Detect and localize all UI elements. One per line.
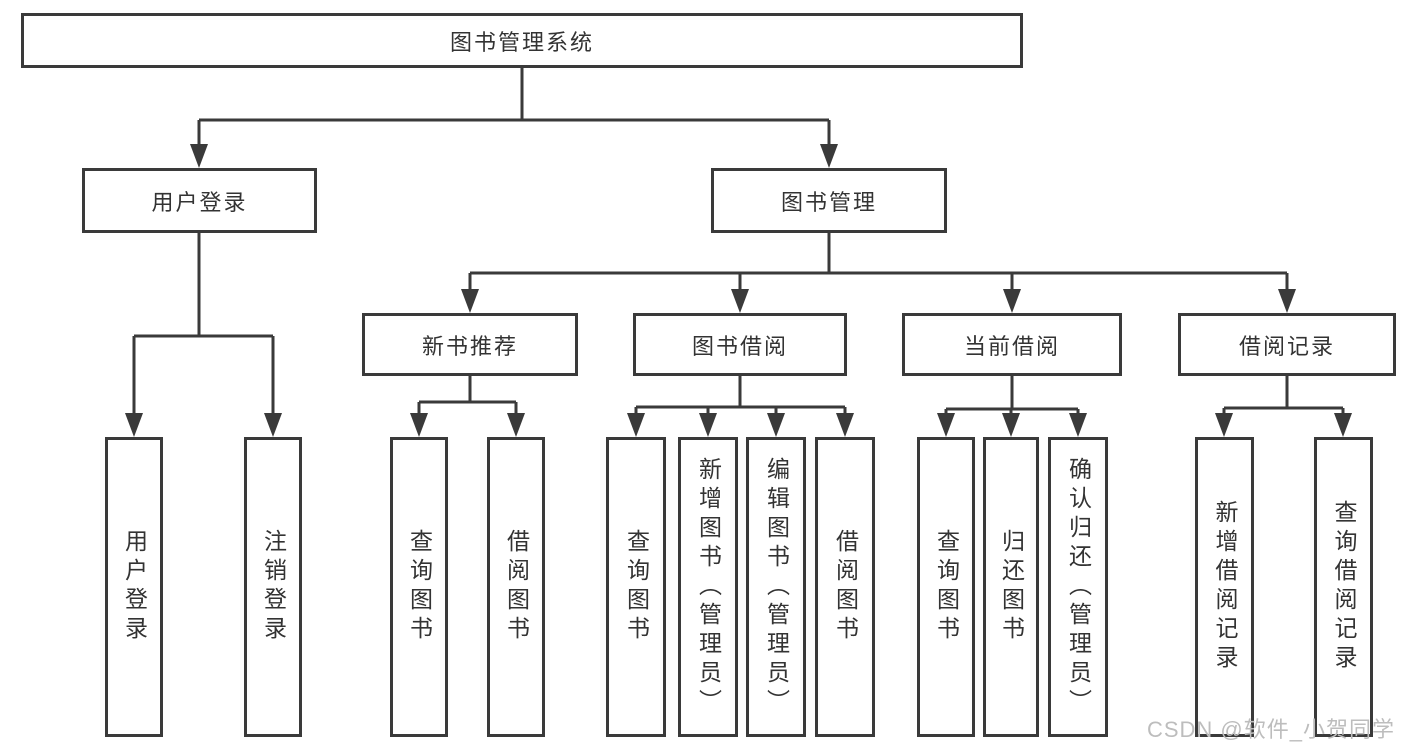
arrowhead-icon: [820, 144, 838, 168]
leaf-current-confirm-return-admin: 确认归还（管理员）: [1048, 437, 1108, 737]
leaf-borrow-add-books-admin: 新增图书（管理员）: [678, 437, 738, 737]
connector-userlogin-to-leaves: [132, 233, 275, 425]
arrowhead-icon: [1334, 413, 1352, 437]
arrowhead-icon: [410, 413, 428, 437]
leaf-current-return-books: 归还图书: [983, 437, 1039, 737]
node-root-label: 图书管理系统: [449, 29, 594, 55]
leaf-borrow-query-books: 查询图书: [606, 437, 666, 737]
connector-root-to-level1: [197, 68, 831, 156]
connector-bookmgmt-to-groups: [468, 233, 1289, 301]
leaf-records-add-record-label: 新增借阅记录: [1212, 500, 1238, 674]
arrowhead-icon: [1003, 289, 1021, 313]
leaf-logout-label: 注销登录: [260, 529, 287, 645]
leaf-user-login: 用户登录: [105, 437, 163, 737]
node-book-management-group-label: 图书管理: [780, 189, 877, 215]
arrowhead-icon: [767, 413, 785, 437]
leaf-logout: 注销登录: [244, 437, 302, 737]
leaf-current-confirm-return-admin-label: 确认归还（管理员）: [1065, 456, 1092, 718]
arrowhead-icon: [125, 413, 143, 437]
arrowhead-icon: [1002, 413, 1020, 437]
leaf-records-add-record: 新增借阅记录: [1195, 437, 1254, 737]
arrowhead-icon: [1215, 413, 1233, 437]
leaf-borrow-edit-books-admin: 编辑图书（管理员）: [746, 437, 806, 737]
leaf-newrec-borrow-books: 借阅图书: [487, 437, 545, 737]
leaf-records-query-record-label: 查询借阅记录: [1331, 500, 1357, 674]
node-book-borrow: 图书借阅: [633, 313, 847, 376]
node-user-login-group-label: 用户登录: [151, 189, 248, 215]
node-root: 图书管理系统: [21, 13, 1023, 68]
arrowhead-icon: [937, 413, 955, 437]
arrowhead-icon: [461, 289, 479, 313]
connector-newbookrec-to-leaves: [417, 376, 518, 425]
node-current-borrow: 当前借阅: [902, 313, 1122, 376]
arrowhead-icon: [836, 413, 854, 437]
leaf-current-query-books: 查询图书: [917, 437, 975, 737]
connector-borrowrecords-to-leaves: [1222, 376, 1345, 425]
arrowhead-icon: [627, 413, 645, 437]
arrowhead-icon: [507, 413, 525, 437]
leaf-user-login-label: 用户登录: [121, 529, 148, 645]
node-user-login-group: 用户登录: [82, 168, 317, 233]
arrowhead-icon: [264, 413, 282, 437]
node-book-management-group: 图书管理: [711, 168, 947, 233]
arrowhead-icon: [190, 144, 208, 168]
leaf-borrow-add-books-admin-label: 新增图书（管理员）: [695, 456, 722, 718]
leaf-records-query-record: 查询借阅记录: [1314, 437, 1373, 737]
leaf-borrow-borrow-books-label: 借阅图书: [832, 529, 859, 645]
leaf-current-return-books-label: 归还图书: [998, 529, 1025, 645]
node-current-borrow-label: 当前借阅: [963, 333, 1060, 359]
node-borrow-records: 借阅记录: [1178, 313, 1396, 376]
node-book-borrow-label: 图书借阅: [691, 333, 788, 359]
leaf-current-query-books-label: 查询图书: [933, 529, 960, 645]
leaf-borrow-query-books-label: 查询图书: [623, 529, 650, 645]
connector-bookborrow-to-leaves: [634, 376, 847, 425]
leaf-newrec-query-books-label: 查询图书: [406, 529, 433, 645]
node-new-book-recommend-label: 新书推荐: [421, 333, 518, 359]
arrowhead-icon: [1278, 289, 1296, 313]
leaf-borrow-borrow-books: 借阅图书: [815, 437, 875, 737]
node-new-book-recommend: 新书推荐: [362, 313, 578, 376]
arrowhead-icon: [1069, 413, 1087, 437]
leaf-borrow-edit-books-admin-label: 编辑图书（管理员）: [763, 456, 790, 718]
node-borrow-records-label: 借阅记录: [1238, 333, 1335, 359]
leaf-newrec-query-books: 查询图书: [390, 437, 448, 737]
arrowhead-icon: [699, 413, 717, 437]
csdn-watermark: CSDN @软件_小贺同学: [1146, 717, 1395, 742]
leaf-newrec-borrow-books-label: 借阅图书: [503, 529, 530, 645]
arrowhead-icon: [731, 289, 749, 313]
